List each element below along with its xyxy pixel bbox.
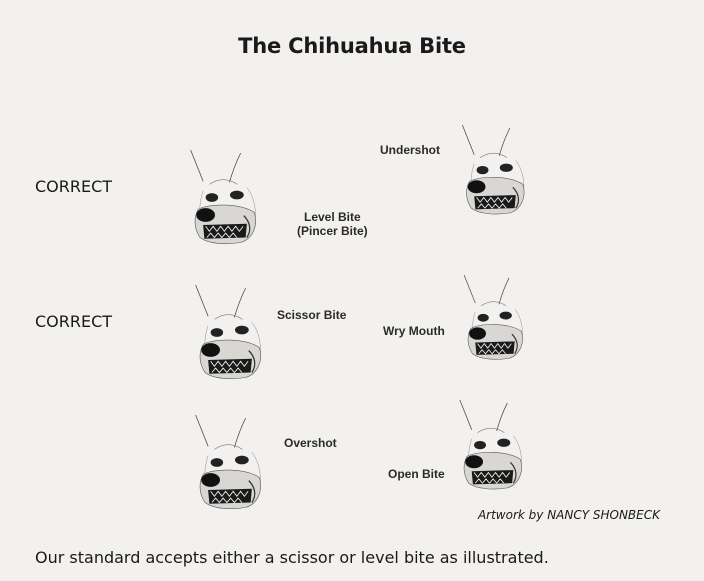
level-bite-label: Level Bite (Pincer Bite) xyxy=(297,210,368,238)
correct-marker-row-1: CORRECT xyxy=(35,177,113,196)
overshot-label: Overshot xyxy=(284,436,337,450)
page-title: The Chihuahua Bite xyxy=(238,34,466,58)
scissor-bite-label: Scissor Bite xyxy=(277,308,347,322)
open-bite-label: Open Bite xyxy=(388,467,445,481)
caption: Our standard accepts either a scissor or… xyxy=(35,548,549,567)
undershot-label: Undershot xyxy=(380,143,440,157)
level-bite-title: Level Bite xyxy=(303,210,361,224)
undershot-illustration xyxy=(461,124,525,215)
level-bite-illustration xyxy=(190,149,257,245)
wry-mouth-label: Wry Mouth xyxy=(383,324,445,338)
overshot-illustration xyxy=(195,414,262,510)
artwork-credit: Artwork by NANCY SHONBECK xyxy=(477,508,660,522)
scissor-bite-illustration xyxy=(195,284,262,380)
open-bite-illustration xyxy=(459,399,523,490)
wry-mouth-illustration xyxy=(463,274,524,360)
correct-marker-row-2: CORRECT xyxy=(35,312,113,331)
level-bite-subtitle: (Pincer Bite) xyxy=(297,224,368,238)
